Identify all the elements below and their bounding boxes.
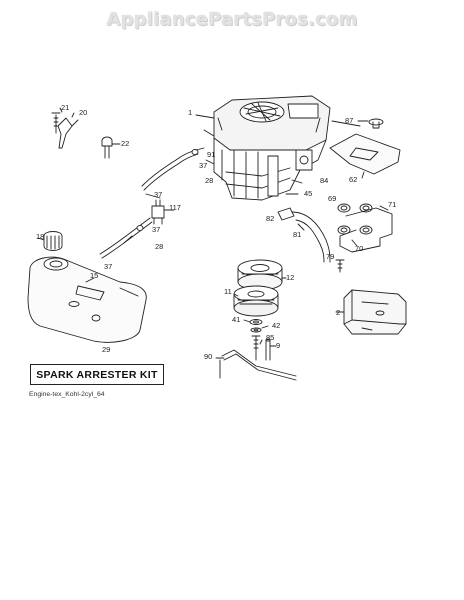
callout-42: 42 (272, 321, 281, 330)
callout-28: 28 (155, 242, 164, 251)
part-12-pulley (237, 259, 283, 291)
part-82-fitting (277, 207, 295, 221)
diagram-caption: Engine-tex_Kohl-2cyl_64 (29, 391, 105, 398)
callout-90: 90 (204, 352, 213, 361)
part-2-muffler (343, 289, 407, 335)
callout-70: 70 (355, 244, 364, 253)
part-28-fuel-line-lower (99, 217, 153, 259)
callout-11: 11 (224, 287, 232, 296)
spark-arrester-kit-label: SPARK ARRESTER KIT (36, 368, 158, 381)
callout-12: 12 (286, 273, 295, 282)
callout-20: 20 (79, 108, 88, 117)
callout-69: 69 (328, 194, 337, 203)
callout-37: 37 (199, 161, 208, 170)
callout-2: 2 (336, 308, 341, 317)
callout-15: 15 (90, 271, 99, 280)
callout-91: 91 (207, 150, 216, 159)
part-22-cap (101, 136, 113, 159)
part-90-rod (215, 349, 297, 381)
callout-84: 84 (320, 176, 329, 185)
callout-82: 82 (266, 214, 275, 223)
part-87-plug (368, 118, 384, 129)
spark-arrester-kit-box: SPARK ARRESTER KIT (30, 364, 164, 385)
callout-22: 22 (121, 139, 130, 148)
engine-assembly (213, 95, 331, 201)
part-79-bolt (335, 259, 345, 273)
callout-9: 9 (276, 341, 281, 350)
callout-87: 87 (345, 116, 354, 125)
callout-71: 71 (388, 200, 397, 209)
part-62-bracket (329, 133, 401, 175)
part-70-clip (337, 225, 373, 235)
callout-117: 117 (169, 203, 181, 212)
part-21-bolt (51, 112, 61, 134)
part-117-filter (151, 199, 165, 225)
callout-37: 37 (104, 262, 113, 271)
callout-28: 28 (205, 176, 214, 185)
part-18-fuel-cap (43, 231, 63, 251)
callout-18: 18 (36, 232, 45, 241)
part-41-washer (249, 319, 263, 325)
part-15-fuel-tank (27, 256, 147, 343)
callout-37: 37 (154, 190, 163, 199)
callout-62: 62 (349, 175, 358, 184)
watermark-text: AppliancePartsPros.com (106, 9, 358, 30)
part-71-bracket (339, 207, 393, 253)
callout-41: 41 (232, 315, 241, 324)
part-20-spark-plug (57, 117, 79, 149)
callout-81: 81 (293, 230, 302, 239)
callout-37: 37 (152, 225, 161, 234)
callout-79: 79 (326, 252, 335, 261)
callout-29: 29 (102, 345, 111, 354)
part-85-bolt (251, 335, 261, 361)
part-28-fuel-line-upper (141, 148, 199, 191)
callout-45: 45 (304, 189, 313, 198)
part-11-clutch (233, 285, 279, 317)
callout-21: 21 (61, 103, 70, 112)
callout-85: 85 (266, 333, 275, 342)
part-81-hose (291, 211, 331, 263)
part-9-spacer (265, 338, 271, 361)
callout-1: 1 (188, 108, 193, 117)
part-42-washer (250, 327, 262, 333)
